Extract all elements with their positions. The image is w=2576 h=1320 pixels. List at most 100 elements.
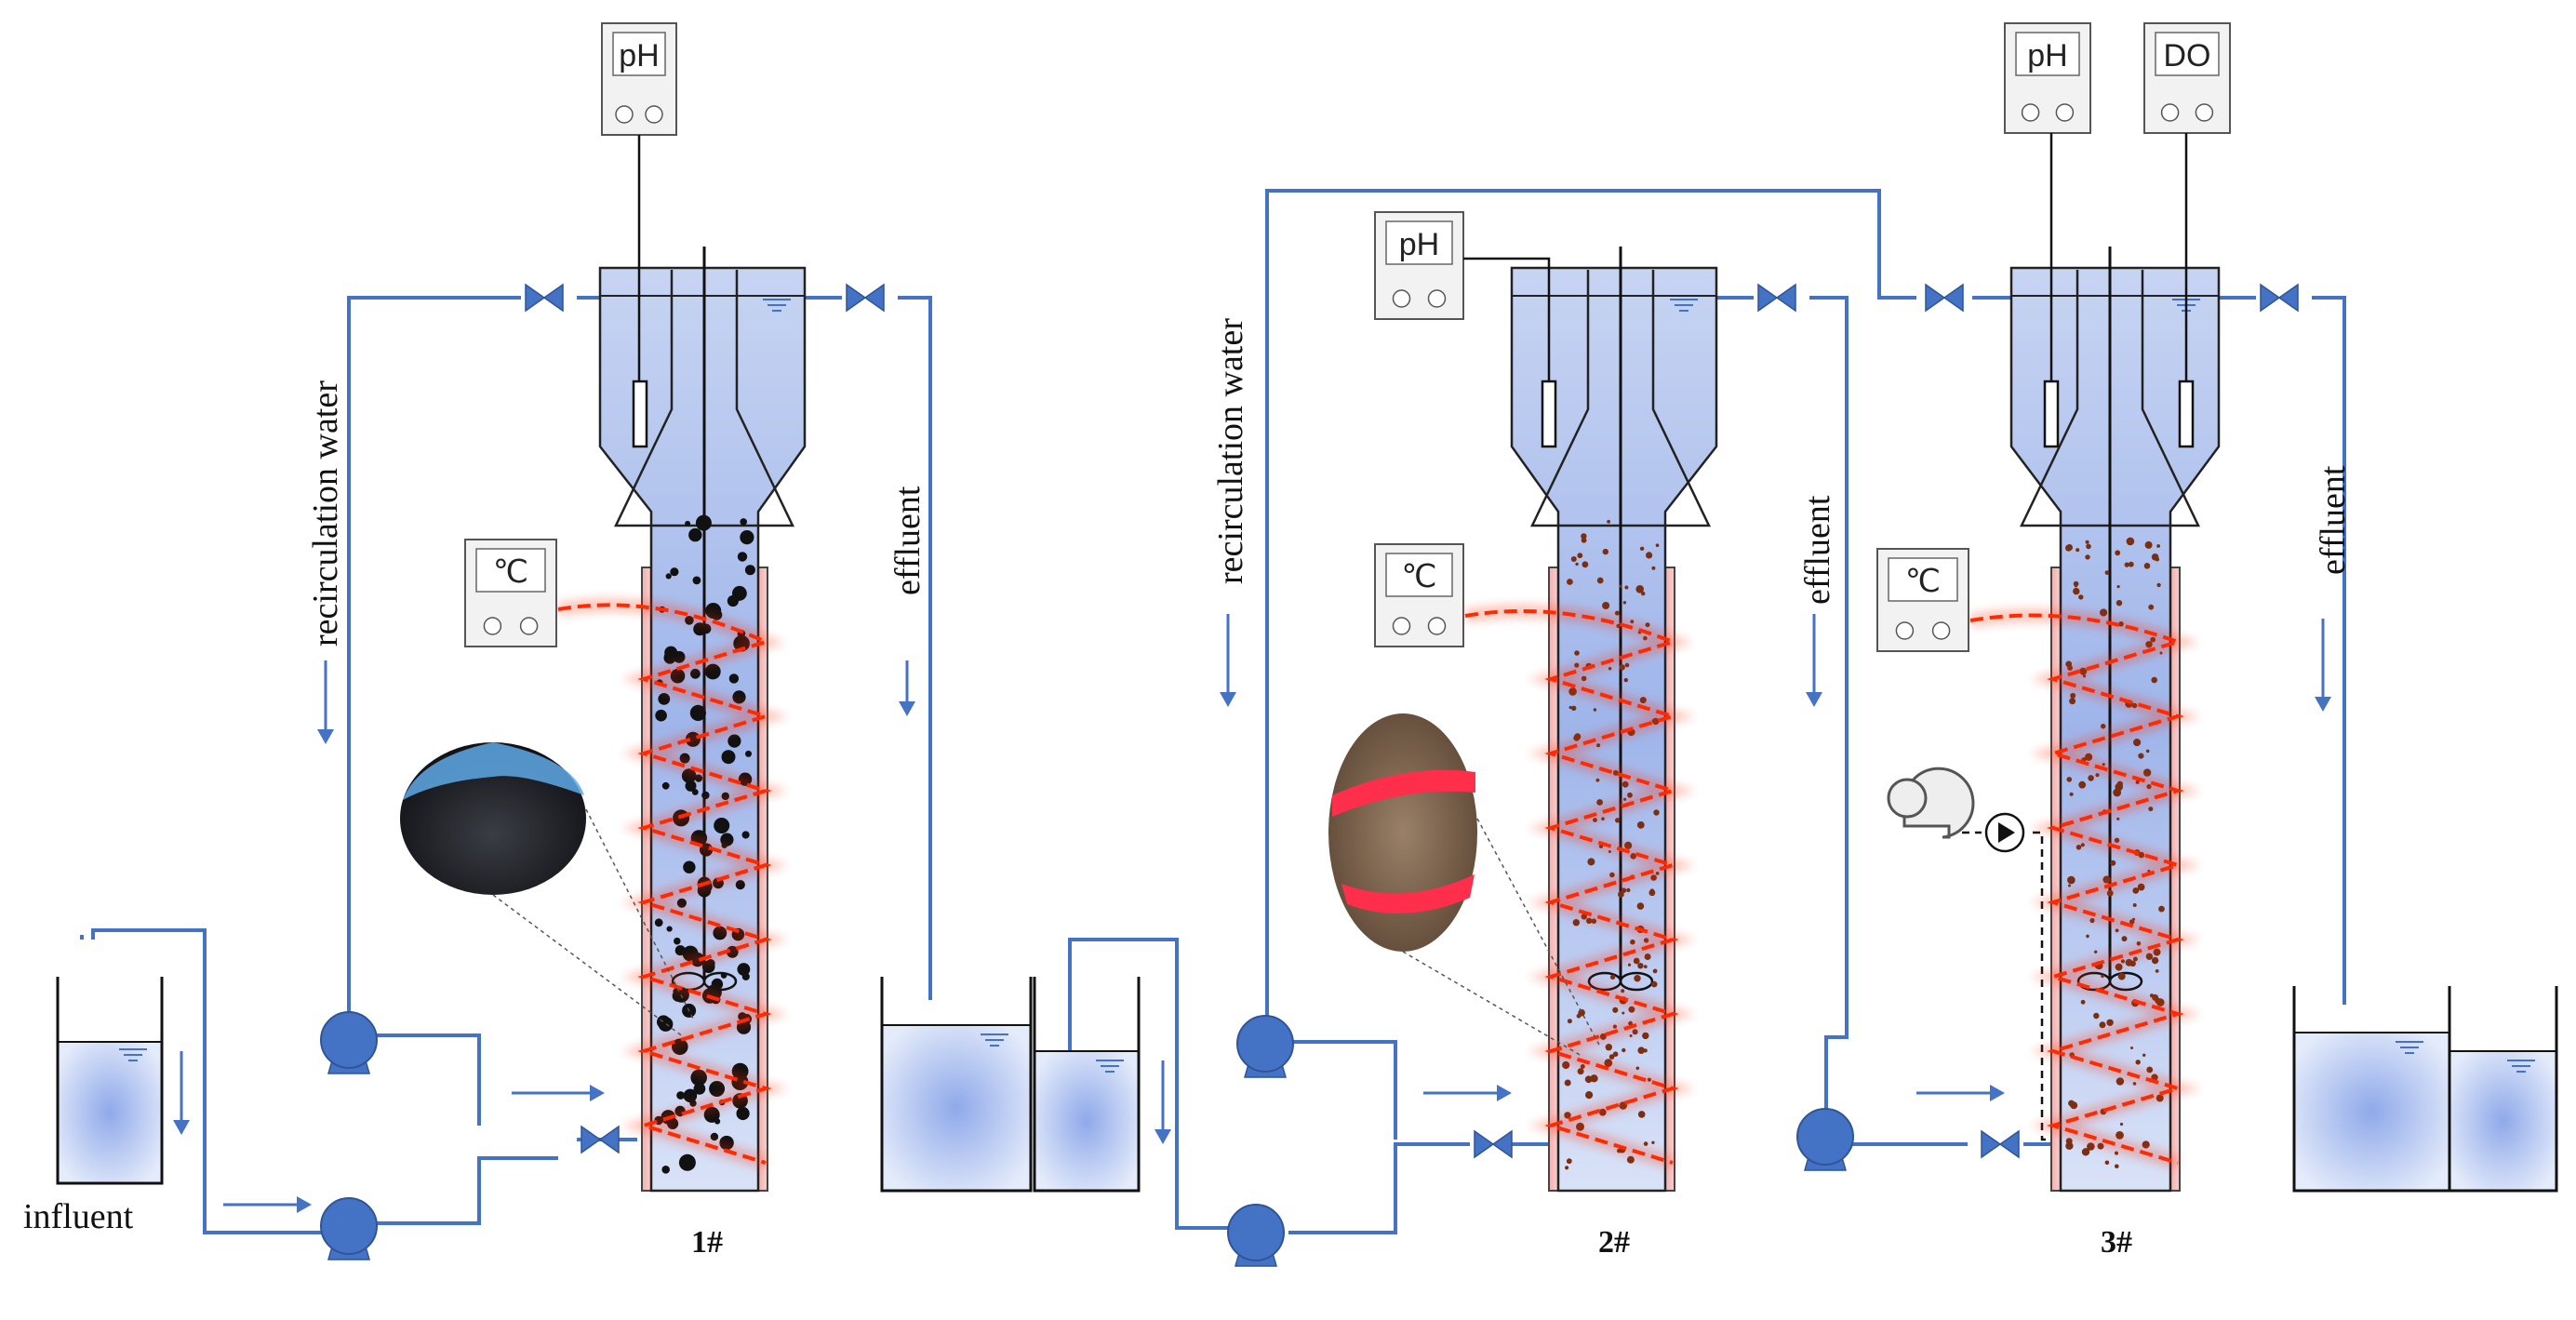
granule — [1643, 1048, 1648, 1053]
arrow-head — [1806, 692, 1822, 707]
granule — [2143, 563, 2151, 569]
granule — [655, 709, 667, 722]
granule — [2130, 1047, 2133, 1049]
effluent-label-1: effluent — [888, 486, 928, 595]
granule — [2155, 557, 2160, 562]
flow-arrow-icon — [1155, 1060, 1171, 1144]
pump-to-valve-pipe — [335, 1156, 558, 1225]
impeller-blade — [2108, 971, 2143, 992]
recirculation-line-2 — [1265, 189, 1916, 1037]
sensor-probe — [2178, 380, 2195, 448]
granule — [1612, 1007, 1619, 1013]
granule — [1596, 577, 1604, 584]
pump-icon — [1796, 1108, 1854, 1171]
meter-reading: ℃ — [1905, 564, 1941, 599]
water-level-icon — [763, 299, 791, 312]
granule — [1626, 1155, 1635, 1164]
pump-icon — [1227, 1204, 1285, 1267]
granule — [1655, 543, 1660, 547]
granule — [2156, 544, 2161, 548]
granule — [2085, 554, 2090, 560]
recirc-pump-pipe — [372, 1033, 481, 1126]
granule — [740, 518, 747, 526]
do-meter: DO — [2143, 22, 2231, 134]
granule — [1602, 548, 1609, 555]
granule — [1572, 919, 1581, 927]
granule — [2081, 1148, 2090, 1156]
valve-icon — [1474, 1129, 1513, 1159]
granule — [1643, 1141, 1648, 1146]
zoom-line — [585, 808, 694, 1020]
heating-coil — [556, 598, 788, 1169]
meter-knob — [2195, 103, 2214, 122]
granule — [1618, 891, 1624, 898]
reactor-1-label: 1# — [691, 1225, 723, 1260]
reactor-2-label: 2# — [1598, 1225, 1630, 1260]
arrow-head — [2315, 697, 2331, 712]
granule — [711, 978, 724, 991]
granule — [2070, 1101, 2078, 1110]
granule — [2088, 775, 2094, 781]
zoom-line — [492, 894, 685, 1038]
valve-body — [2260, 283, 2299, 313]
granule — [2116, 600, 2123, 607]
valve-icon — [1757, 283, 1796, 313]
meter-knob — [615, 105, 634, 124]
granule — [1637, 1047, 1645, 1054]
granule — [701, 791, 710, 800]
granule — [2115, 782, 2123, 792]
granule — [2115, 963, 2123, 971]
meter-knob — [2160, 103, 2180, 122]
granule — [2100, 608, 2108, 617]
granule — [666, 926, 673, 932]
granule — [683, 860, 696, 873]
granule — [2148, 604, 2155, 610]
tank-wall — [880, 977, 1033, 1193]
granule — [1626, 887, 1631, 893]
jacket-wall-right — [757, 567, 768, 1192]
granule — [2101, 974, 2104, 979]
meter-knob — [519, 617, 539, 635]
granule — [1627, 792, 1633, 798]
granule — [654, 918, 663, 927]
flow-arrow-icon — [512, 1085, 605, 1101]
granule — [2078, 780, 2087, 789]
meter-knob — [1427, 617, 1447, 635]
granule — [2151, 956, 2159, 965]
tank-water — [2294, 1033, 2449, 1191]
granule — [1621, 887, 1627, 893]
meter-knob — [1895, 621, 1915, 640]
arrow-head — [1990, 1085, 2005, 1101]
granule — [2066, 544, 2073, 551]
granule — [1577, 1068, 1584, 1075]
granule — [1574, 650, 1580, 656]
effluent-line-1 — [898, 296, 932, 1000]
pipe-network — [80, 189, 2346, 1234]
granule — [2087, 1142, 2095, 1151]
meter-display — [1385, 553, 1453, 597]
granule — [1570, 556, 1577, 562]
granule — [2156, 582, 2161, 588]
granule — [670, 567, 679, 577]
jacket-wall-right — [1664, 567, 1675, 1192]
granule — [2115, 550, 2121, 556]
granule — [2124, 562, 2129, 567]
granule — [1651, 1140, 1655, 1145]
granule — [1624, 585, 1629, 590]
granule — [693, 622, 707, 636]
granule — [685, 520, 691, 527]
valve-icon — [525, 283, 564, 313]
granule — [1635, 585, 1644, 593]
granule — [1609, 872, 1615, 878]
granule — [2116, 817, 2120, 820]
granule — [2115, 928, 2119, 933]
granule — [2144, 540, 2153, 549]
zoom-line — [1476, 818, 1601, 1047]
granule — [2155, 969, 2159, 973]
jacket-wall-left — [1548, 567, 1559, 1192]
arrow-head — [590, 1085, 605, 1101]
granule — [1590, 1074, 1598, 1083]
carbon-granule-inset — [400, 742, 694, 1038]
arrow-head — [1220, 692, 1236, 707]
